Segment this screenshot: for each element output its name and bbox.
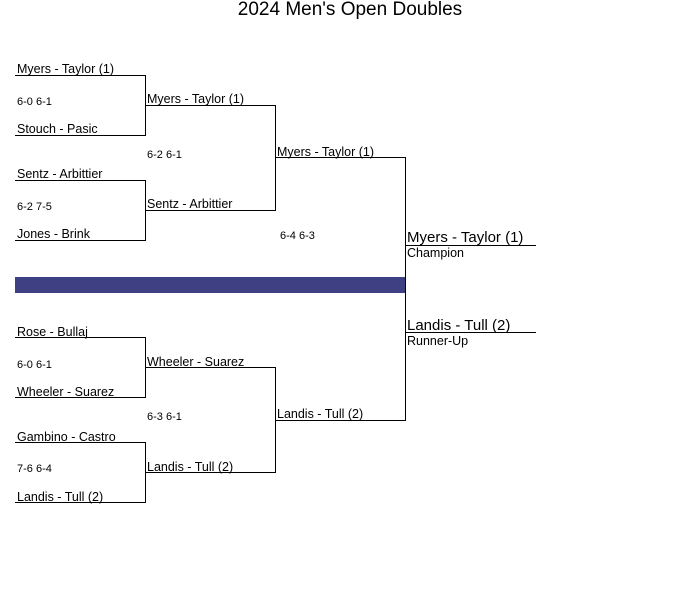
r1-bottom-m1-team-b: Wheeler - Suarez: [17, 385, 115, 399]
r2-top-team-a: Myers - Taylor (1): [147, 92, 245, 106]
r2-top-team-b: Sentz - Arbittier: [147, 197, 233, 211]
bracket-line: [15, 75, 146, 76]
bracket-line: [145, 472, 276, 473]
bracket-line: [145, 210, 276, 211]
r2-top-score: 6-2 6-1: [147, 149, 182, 161]
bracket-line: [275, 157, 406, 158]
bracket-line: [15, 180, 146, 181]
bracket-line: [15, 135, 146, 136]
r1-top-m1-team-a: Myers - Taylor (1): [17, 62, 115, 76]
champion-label: Champion: [407, 246, 464, 260]
bracket-line: [15, 442, 146, 443]
r2-bottom-team-b: Landis - Tull (2): [147, 460, 234, 474]
r1-top-m1-team-b: Stouch - Pasic: [17, 122, 98, 136]
champion-name: Myers - Taylor (1): [407, 229, 524, 246]
bracket-line: [145, 105, 276, 106]
final-score: 6-4 6-3: [280, 230, 315, 242]
r2-bottom-team-a: Wheeler - Suarez: [147, 355, 245, 369]
bracket-line: [15, 240, 146, 241]
bracket-line: [145, 367, 276, 368]
bracket-line: [275, 420, 406, 421]
r1-bottom-m1-team-a: Rose - Bullaj: [17, 325, 88, 339]
bracket-line: [405, 332, 536, 333]
bracket-divider-bar: [15, 277, 406, 293]
r1-top-m1-score: 6-0 6-1: [17, 96, 52, 108]
page-title: 2024 Men's Open Doubles: [237, 0, 463, 20]
bracket-line: [15, 397, 146, 398]
r1-bottom-m2-score: 7-6 6-4: [17, 463, 52, 475]
bracket-connector: [275, 105, 276, 211]
r1-bottom-m1-score: 6-0 6-1: [17, 359, 52, 371]
bracket-connector: [405, 157, 406, 421]
r2-bottom-score: 6-3 6-1: [147, 411, 182, 423]
r1-bottom-m2-team-b: Landis - Tull (2): [17, 490, 104, 504]
bracket-line: [405, 245, 536, 246]
runner-up-label: Runner-Up: [407, 334, 469, 348]
runner-up-name: Landis - Tull (2): [407, 317, 511, 334]
r1-bottom-m2-team-a: Gambino - Castro: [17, 430, 116, 444]
r1-top-m2-score: 6-2 7-5: [17, 201, 52, 213]
semi-top-winner: Myers - Taylor (1): [277, 145, 375, 159]
semi-bottom-winner: Landis - Tull (2): [277, 407, 364, 421]
r1-top-m2-team-a: Sentz - Arbittier: [17, 167, 103, 181]
bracket-line: [15, 502, 146, 503]
r1-top-m2-team-b: Jones - Brink: [17, 227, 90, 241]
bracket-line: [15, 337, 146, 338]
